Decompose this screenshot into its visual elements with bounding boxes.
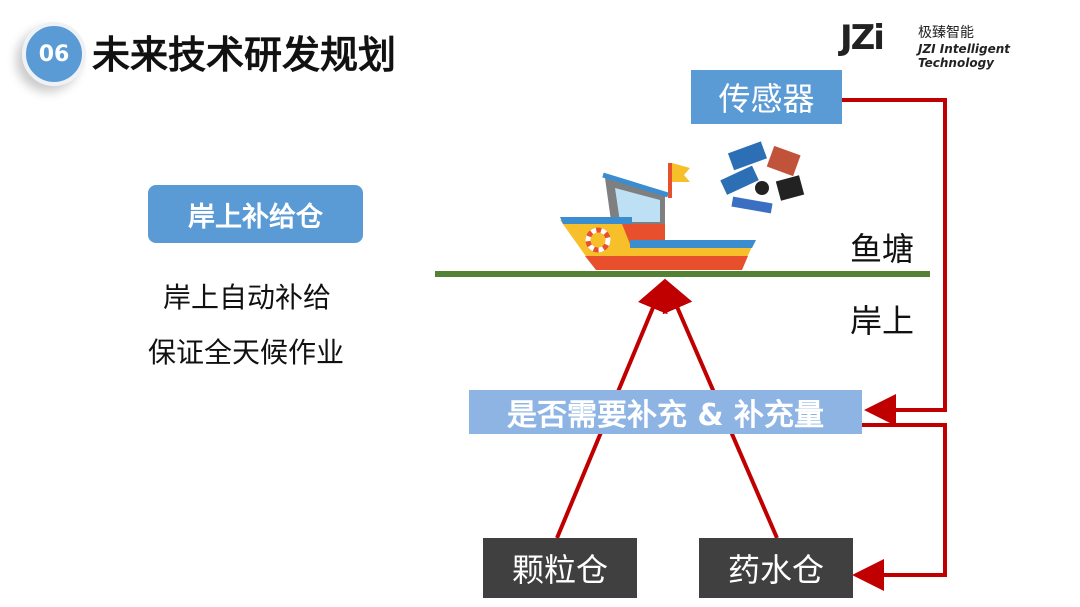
description-line-1: 岸上自动补给	[163, 281, 332, 314]
company-name-cn: 极臻智能	[918, 25, 974, 41]
arrow-sensor-to-decision	[842, 98, 947, 426]
company-name-en: JZI Intelligent Technology	[918, 42, 1011, 70]
section-number-badge: 06	[22, 22, 86, 86]
arrow-decision-to-liquid-bin	[852, 423, 947, 591]
pellet-bin-box: 颗粒仓	[483, 538, 637, 598]
sensor-box: 传感器	[691, 70, 842, 124]
sensor-modules-icon	[720, 141, 805, 214]
decision-box: 是否需要补充 & 补充量	[469, 390, 862, 434]
page-title: 未来技术研发规划	[92, 33, 397, 77]
pond-label: 鱼塘	[850, 230, 915, 268]
liquid-bin-box: 药水仓	[699, 538, 853, 598]
shore-label: 岸上	[850, 302, 915, 340]
shore-supply-box: 岸上补给仓	[148, 185, 363, 243]
boat-icon	[560, 163, 756, 270]
description-line-2: 保证全天候作业	[148, 336, 345, 369]
company-logo: JZi	[840, 18, 885, 58]
